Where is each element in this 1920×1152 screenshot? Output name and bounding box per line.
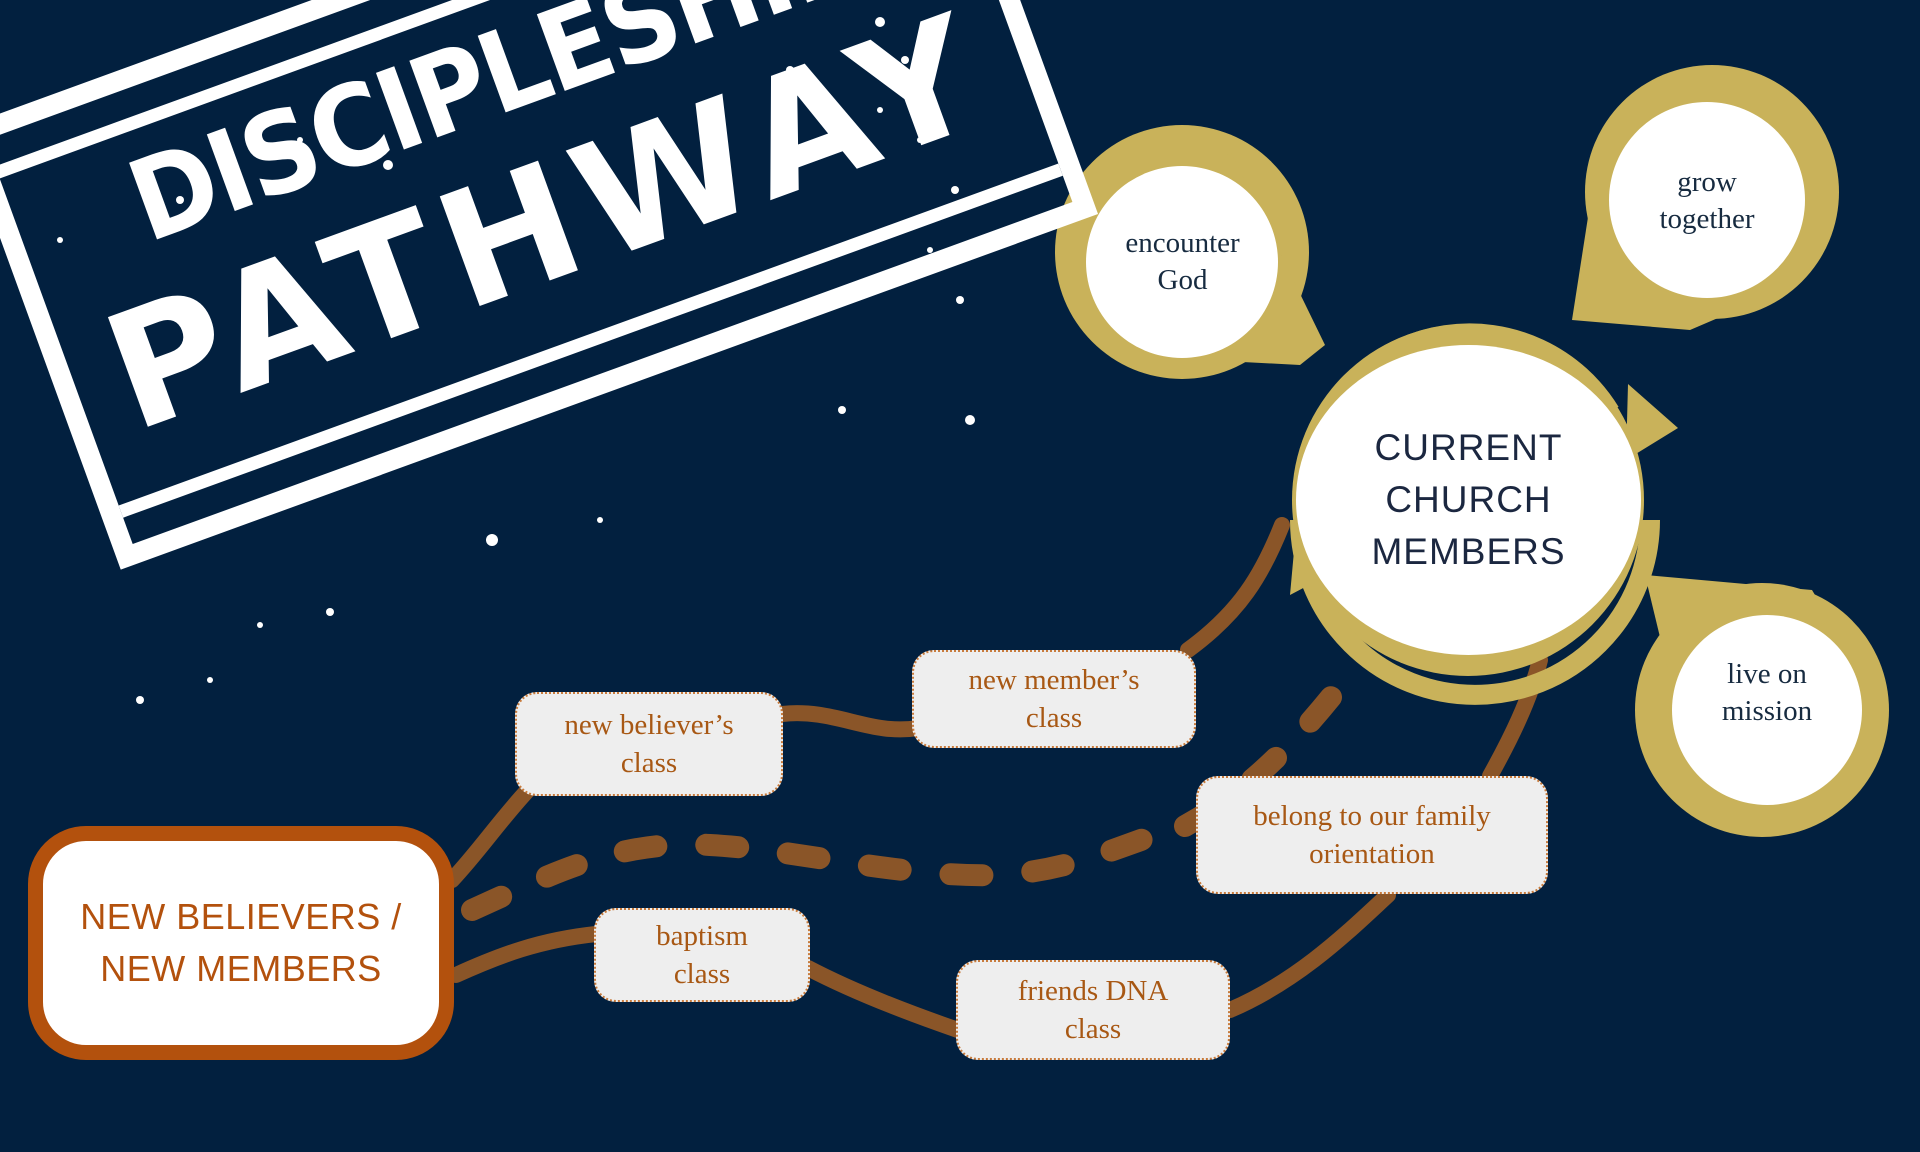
ring-arrow-right-icon [1626,384,1678,460]
new-believers-members-node: NEW BELIEVERS / NEW MEMBERS [28,826,454,1060]
step-friends-dna-line2: class [1064,1013,1122,1045]
step-new-believer-line1: new believer’s [564,709,734,741]
step-belong-line1: belong to our family [1253,800,1491,832]
step-belong-line2: orientation [1309,838,1435,870]
step-new-believer-line2: class [620,747,678,779]
path-new-believer-to-new-member [774,705,926,738]
pin-grow-line2: together [1659,203,1755,235]
pin-label-grow-together: grow together [1612,164,1802,238]
path-friends-dna-to-belong [1222,887,1396,1018]
start-label-line2: NEW MEMBERS [100,948,382,989]
pin-mission-line2: mission [1721,695,1813,727]
step-new-believers-class: new believer’s class [515,692,783,796]
path-baptism-to-friends-dna [800,960,966,1038]
pin-grow-together [1572,65,1839,330]
pin-live-on-mission [1635,575,1889,837]
step-friends-dna-line1: friends DNA [1017,975,1169,1007]
step-friends-dna-class: friends DNA class [956,960,1230,1060]
step-new-member-line1: new member’s [968,664,1140,696]
step-baptism-line1: baptism [656,920,748,952]
stamp-speckles [57,17,975,704]
pin-label-live-on-mission: live on mission [1672,656,1862,730]
path-start-to-new-believer [444,782,536,888]
current-church-members-node: CURRENT CHURCH MEMBERS [1296,345,1641,655]
pin-shapes [1055,65,1889,837]
path-new-member-to-center [1180,517,1290,658]
step-baptism-class: baptism class [594,908,810,1002]
path-dashed [461,815,1196,921]
pin-encounter-line2: God [1157,264,1208,296]
path-start-to-baptism [448,926,604,983]
pin-encounter-line1: encounter [1125,227,1240,259]
step-new-member-line2: class [1025,702,1083,734]
center-label-line1: CURRENT [1374,427,1563,468]
step-new-members-class: new member’s class [912,650,1196,748]
pin-mission-line1: live on [1727,658,1807,690]
step-belong-family-orientation: belong to our family orientation [1196,776,1548,894]
pin-grow-line1: grow [1677,166,1737,198]
center-label-line3: MEMBERS [1371,531,1566,572]
start-label-line1: NEW BELIEVERS / [80,896,402,937]
pin-encounter-god [1055,125,1325,379]
pin-label-encounter-god: encounter God [1090,225,1275,299]
center-label-line2: CHURCH [1385,479,1552,520]
step-baptism-line2: class [673,958,731,990]
